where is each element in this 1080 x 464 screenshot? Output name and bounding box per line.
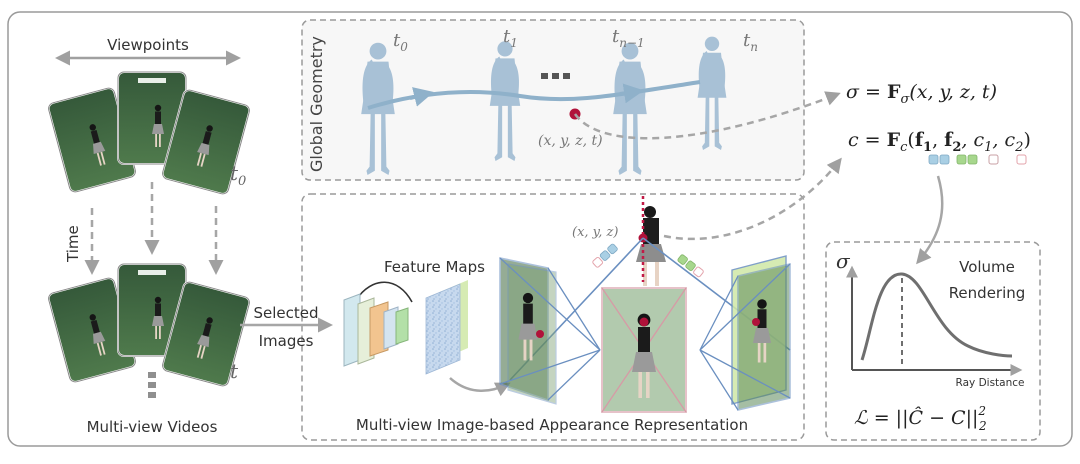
photo-card-icon xyxy=(161,89,251,195)
right-view-plane xyxy=(699,255,791,412)
photo-card-icon xyxy=(161,281,251,387)
appearance-caption: Multi-view Image-based Appearance Repres… xyxy=(356,416,748,434)
selected-label-line1: Selected xyxy=(253,304,318,322)
time-label-tn: tn xyxy=(743,30,758,54)
trajectory-arrow-2 xyxy=(619,83,644,104)
bottom-video-frames xyxy=(47,263,251,387)
density-curve xyxy=(860,272,1013,361)
feature-maps-label: Feature Maps xyxy=(384,258,485,276)
feature-to-planes-arrow xyxy=(449,377,511,397)
volume-rendering-title-1: Volume xyxy=(959,258,1015,276)
appearance-panel xyxy=(301,193,805,441)
trajectory-arrow-1 xyxy=(409,87,434,107)
ray-distance-label: Ray Distance xyxy=(956,377,1025,389)
multi-view-videos-caption: Multi-view Videos xyxy=(87,418,218,436)
left-projection-chips xyxy=(592,243,618,268)
feature-map-icon xyxy=(425,280,468,375)
top-video-frames xyxy=(47,71,251,195)
ellipsis-dots-icon xyxy=(541,73,570,79)
viewpoints-label: Viewpoints xyxy=(107,36,189,54)
time-label-t0: t0 xyxy=(393,30,408,54)
sigma-axis-label: σ xyxy=(836,249,851,273)
photo-card-icon xyxy=(47,87,137,193)
left-view-plane xyxy=(499,257,601,405)
selected-label-line2: Images xyxy=(259,332,314,350)
global-geometry-label: Global Geometry xyxy=(307,36,326,172)
time-label-tn-1: tn−1 xyxy=(612,26,645,50)
query-person xyxy=(636,206,666,286)
color-equation: c = Fc(f1, f2, c1, c2) xyxy=(848,129,1031,155)
sample-point-3d-label: (x, y, z) xyxy=(572,225,618,240)
volume-rendering-title-2: Rendering xyxy=(949,284,1026,302)
equation-to-rendering-arrow xyxy=(916,175,944,265)
geometry-to-sigma-arrow xyxy=(573,91,841,140)
outer-frame xyxy=(7,11,1073,447)
sigma-equation: σ = Fσ(x, y, z, t) xyxy=(846,81,997,107)
appearance-to-color-arrow xyxy=(663,157,842,241)
right-projection-chips xyxy=(677,254,704,278)
volume-rendering-panel xyxy=(825,241,1041,441)
ellipsis-dots-icon xyxy=(148,372,156,398)
time-label-t1: t1 xyxy=(503,26,518,50)
sample-point-4d-label: (x, y, z, t) xyxy=(538,133,603,149)
cnn-encoder xyxy=(343,281,413,367)
time-label: Time xyxy=(64,225,82,263)
t0-label: t0 xyxy=(230,161,246,189)
t-label: t xyxy=(230,359,239,383)
equation-feature-chips xyxy=(928,154,1027,165)
center-view-plane xyxy=(601,287,687,413)
